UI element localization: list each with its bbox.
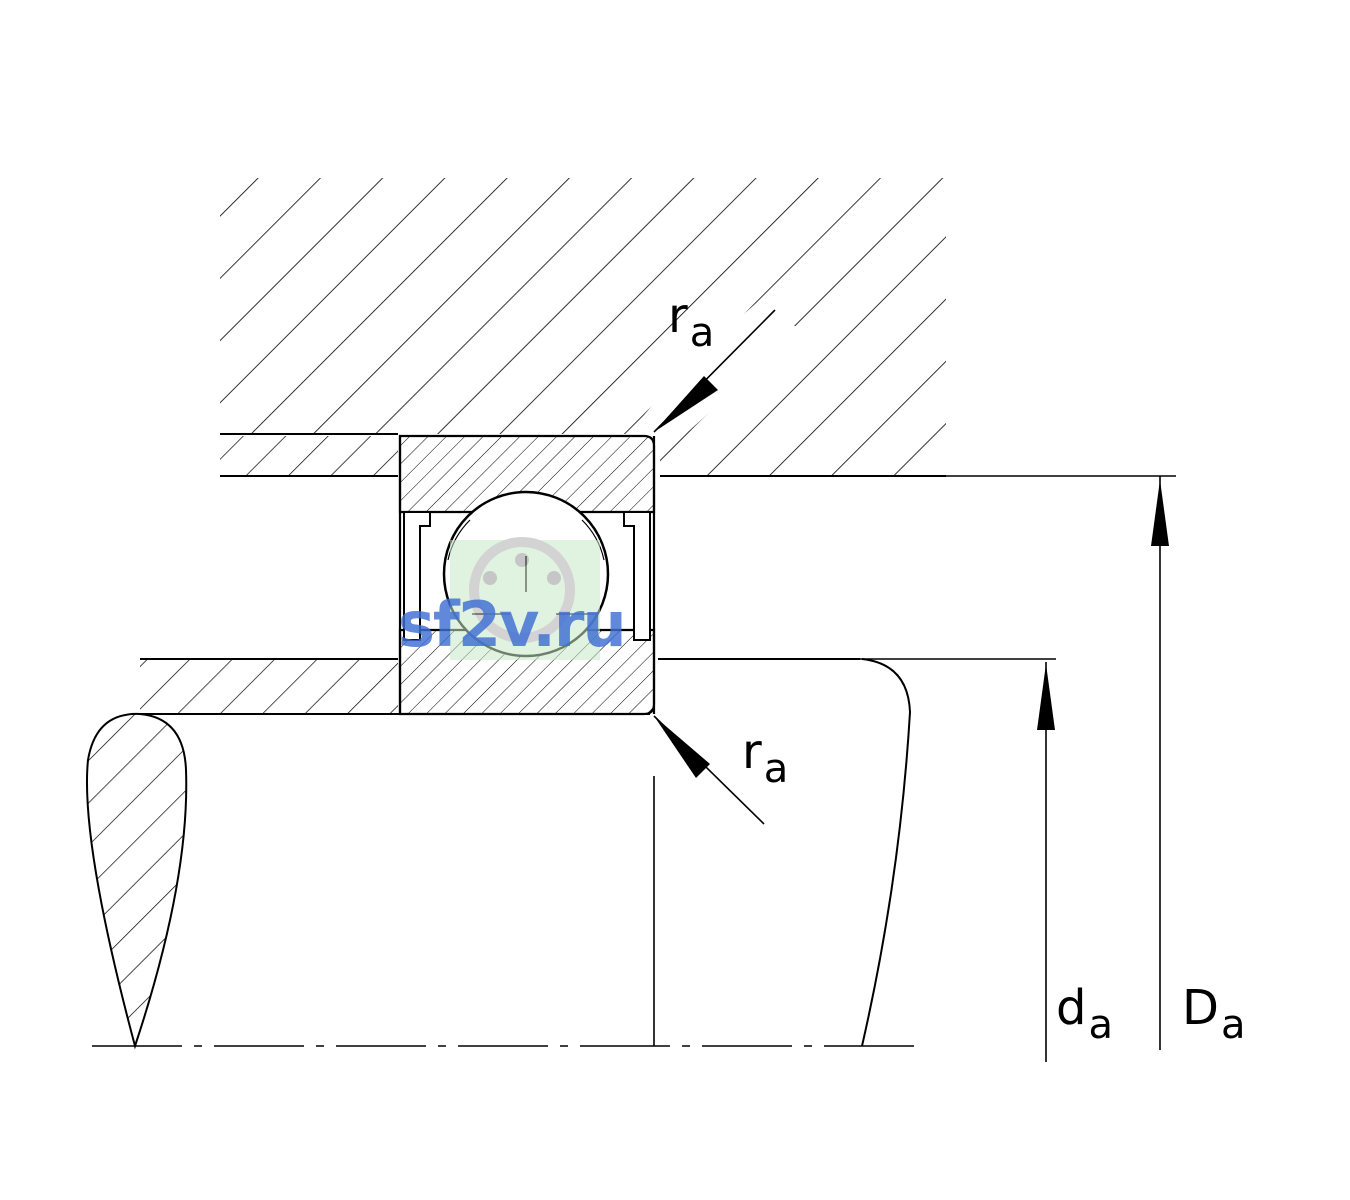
ra-top-arrow: [653, 309, 776, 433]
shaft-contour: [861, 658, 912, 1047]
da-main: d: [1056, 980, 1087, 1036]
watermark-logo: [450, 537, 600, 660]
watermark-text: sf2v.ru: [398, 588, 627, 661]
shaft-end-section: [86, 712, 188, 1050]
da-sub: a: [1088, 1002, 1113, 1048]
ra-top-label: ra: [668, 292, 714, 353]
housing: [220, 178, 946, 477]
Da-main: D: [1182, 980, 1219, 1036]
Da-sub: a: [1220, 1002, 1246, 1048]
ra-bottom-main: r: [742, 724, 762, 780]
ra-bottom-sub: a: [763, 746, 789, 792]
ra-top-main: r: [668, 288, 688, 344]
da-dimension: [1037, 662, 1055, 1062]
Da-label: Da: [1182, 984, 1245, 1045]
ra-bottom-arrow: [653, 715, 765, 825]
ra-bottom-label: ra: [742, 728, 788, 789]
da-label: da: [1056, 984, 1113, 1045]
ra-top-sub: a: [689, 310, 715, 356]
shaft-shoulder: [140, 658, 860, 715]
Da-dimension: [1151, 476, 1169, 1050]
